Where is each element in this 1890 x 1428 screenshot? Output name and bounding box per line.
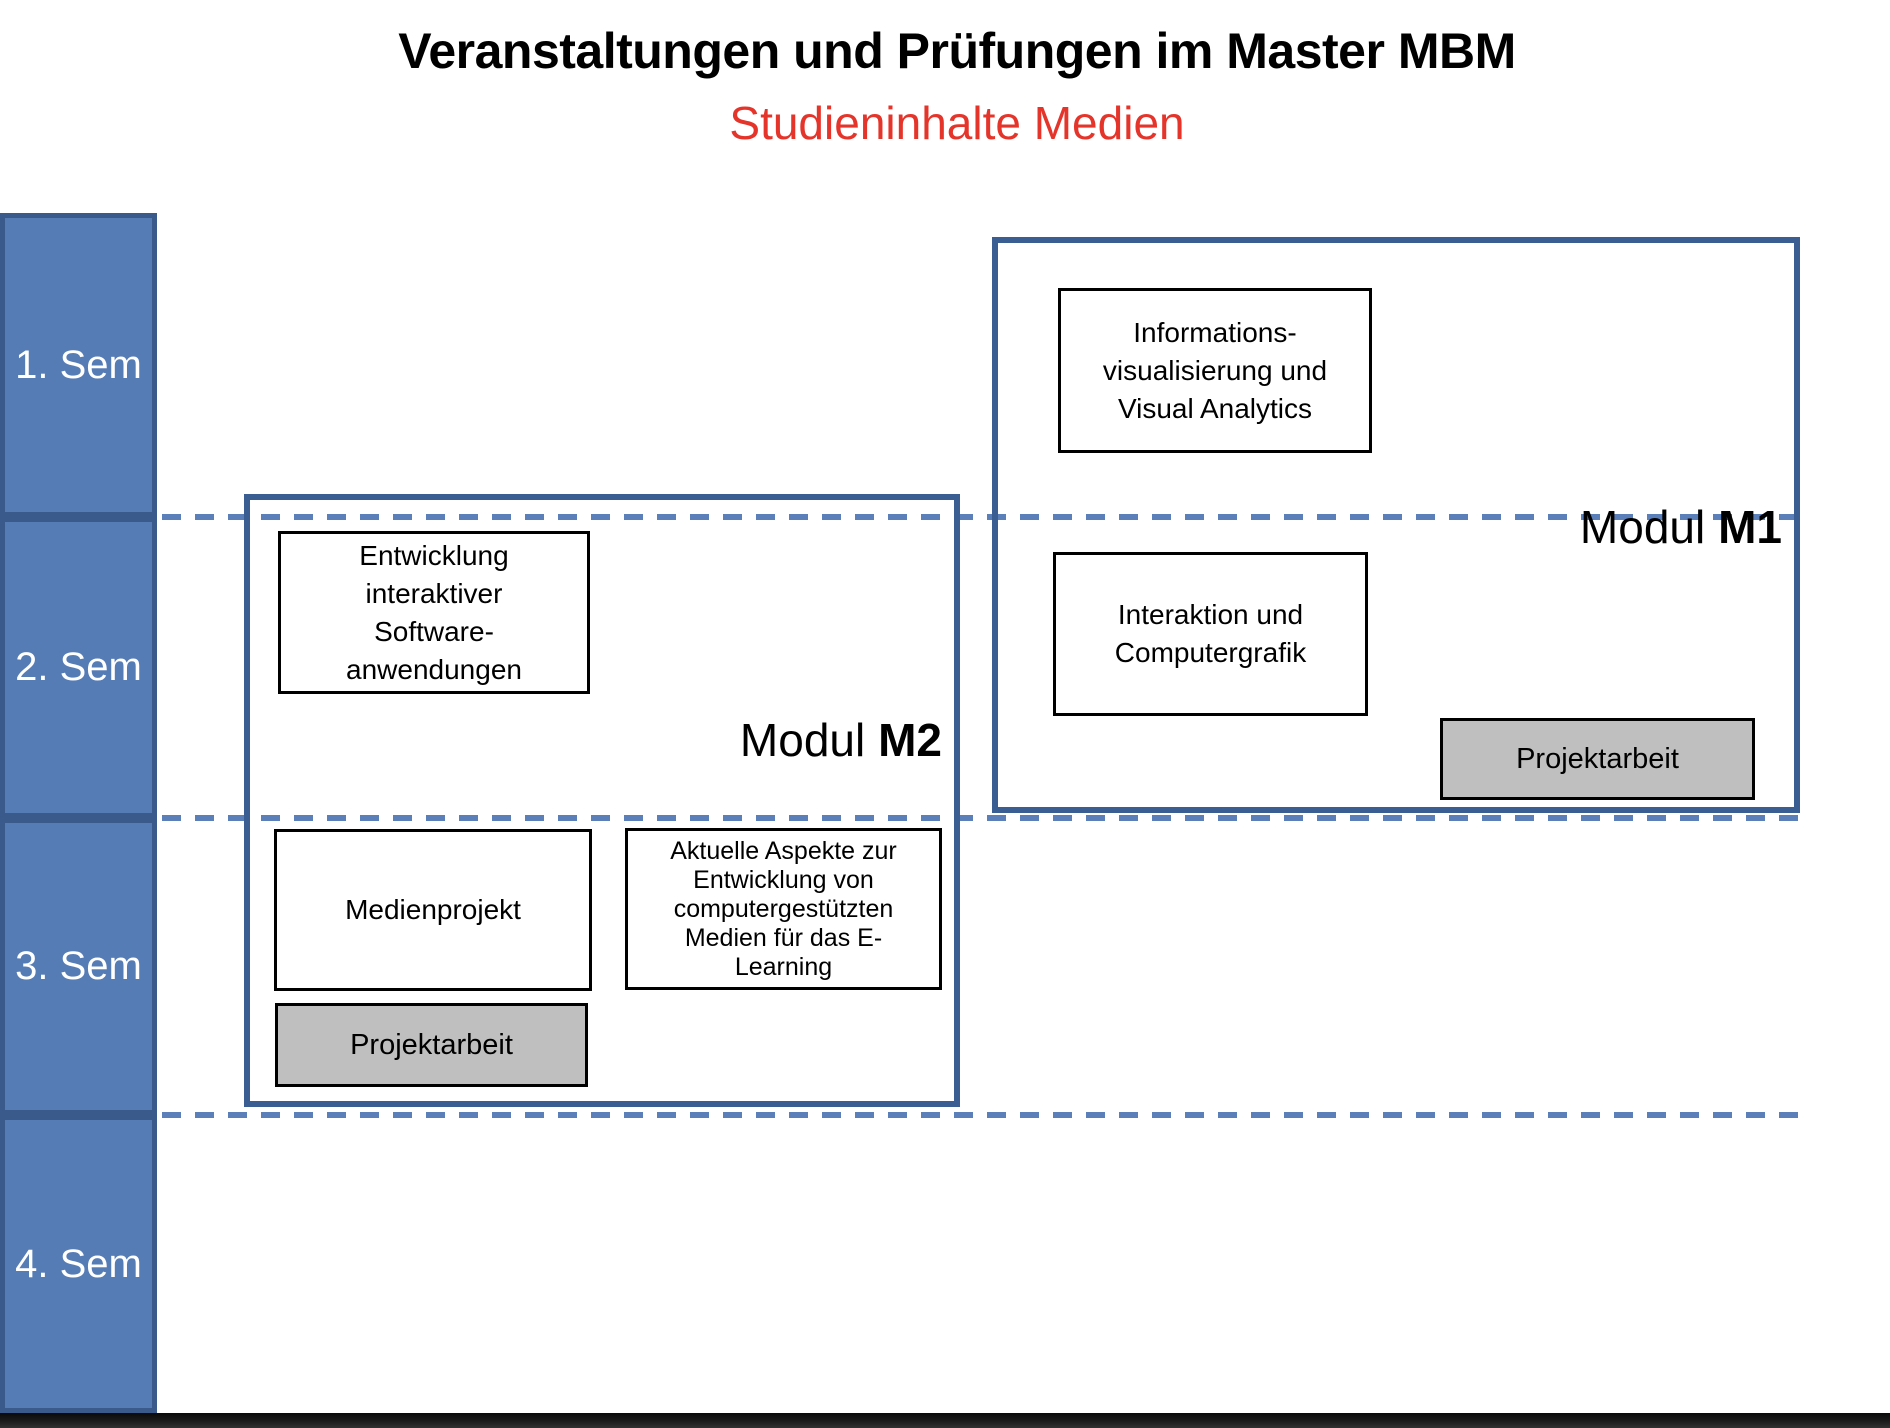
semester-label-2: 2. Sem xyxy=(15,645,142,689)
course-box-medienprojekt: Medienprojekt xyxy=(274,829,592,991)
semester-box-4: 4. Sem xyxy=(0,1115,157,1413)
course-box-interaktion: Interaktion und Computergrafik xyxy=(1053,552,1368,716)
course-box-software-entwicklung: Entwicklung interaktiver Software- anwen… xyxy=(278,531,590,694)
course-text-informationsvisualisierung: Informations- visualisierung und Visual … xyxy=(1102,316,1328,424)
module-m2-frame xyxy=(244,494,960,1107)
semester-box-1: 1. Sem xyxy=(0,213,157,517)
course-text-medienprojekt: Medienprojekt xyxy=(345,894,521,925)
semester-label-1: 1. Sem xyxy=(15,342,142,387)
module-m2-label-prefix: Modul xyxy=(739,714,866,766)
semester-divider-line-3 xyxy=(162,1112,1800,1118)
module-m1-frame xyxy=(992,237,1800,813)
module-m2-label-code: M2 xyxy=(878,714,942,766)
module-m1-label-prefix: Modul xyxy=(1579,501,1706,553)
semester-divider-line-2 xyxy=(162,815,1800,821)
semester-divider-line-1 xyxy=(162,514,1800,520)
exam-box-m1-projektarbeit: Projektarbeit xyxy=(1440,718,1755,800)
exam-label-m2-projektarbeit: Projektarbeit xyxy=(350,1028,513,1061)
semester-label-4: 4. Sem xyxy=(15,1241,142,1286)
page-title: Veranstaltungen und Prüfungen im Master … xyxy=(398,23,1516,79)
semester-label-3: 3. Sem xyxy=(15,944,142,988)
course-text-elearning: Aktuelle Aspekte zur Entwicklung von com… xyxy=(670,836,897,981)
exam-box-m2-projektarbeit: Projektarbeit xyxy=(275,1003,588,1087)
course-box-informationsvisualisierung: Informations- visualisierung und Visual … xyxy=(1058,288,1372,453)
course-text-software-entwicklung: Entwicklung interaktiver Software- anwen… xyxy=(346,539,522,685)
module-m1-label-code: M1 xyxy=(1718,501,1782,553)
course-text-interaktion: Interaktion und Computergrafik xyxy=(1114,599,1307,668)
exam-label-m1-projektarbeit: Projektarbeit xyxy=(1516,742,1679,775)
viewer-bottom-bar xyxy=(0,1413,1890,1428)
semester-box-2: 2. Sem xyxy=(0,517,157,818)
semester-box-3: 3. Sem xyxy=(0,818,157,1115)
page-subtitle: Studieninhalte Medien xyxy=(729,97,1185,149)
course-box-elearning: Aktuelle Aspekte zur Entwicklung von com… xyxy=(625,828,942,990)
